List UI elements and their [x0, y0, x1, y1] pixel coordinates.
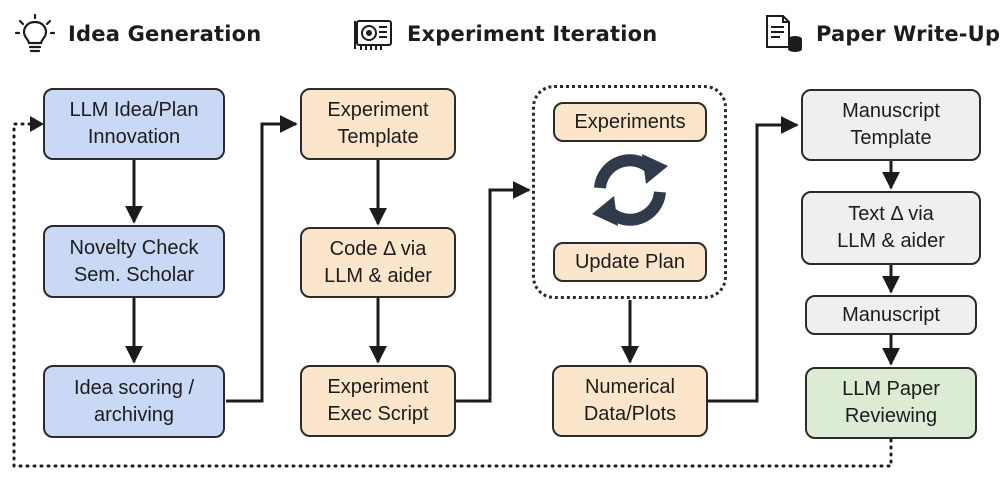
arrow-exec-to-loop	[456, 181, 531, 403]
box-llm-paper-reviewing: LLM Paper Reviewing	[805, 367, 977, 439]
box-novelty-check: Novelty Check Sem. Scholar	[43, 225, 225, 298]
header-title: Paper Write-Up	[816, 22, 1000, 46]
header-title: Experiment Iteration	[407, 22, 658, 46]
gpu-card-icon	[354, 20, 392, 50]
box-code-change: Code Δ via LLM & aider	[300, 227, 456, 298]
box-experiment-exec-script: Experiment Exec Script	[300, 365, 456, 437]
document-database-icon	[766, 15, 802, 52]
feedback-loop-arrowhead	[30, 116, 44, 132]
box-llm-idea-plan: LLM Idea/Plan Innovation	[43, 88, 225, 160]
header-idea-generation: Idea Generation	[14, 12, 261, 56]
box-update-plan: Update Plan	[553, 242, 707, 282]
box-text-change: Text Δ via LLM & aider	[801, 191, 981, 265]
box-experiments: Experiments	[553, 102, 707, 142]
header-paper-write-up: Paper Write-Up	[762, 12, 1000, 56]
header-title: Idea Generation	[68, 22, 262, 46]
lightbulb-icon	[14, 13, 56, 53]
feedback-loop-dotted	[12, 122, 893, 468]
box-manuscript: Manuscript	[805, 295, 977, 335]
cycle-arrows-icon	[592, 154, 668, 226]
box-experiment-template: Experiment Template	[300, 88, 456, 160]
experiment-loop-group	[532, 85, 727, 299]
box-numerical-data-plots: Numerical Data/Plots	[552, 365, 708, 437]
header-experiment-iteration: Experiment Iteration	[353, 12, 657, 56]
arrow-scoring-to-template	[226, 115, 298, 403]
box-manuscript-template: Manuscript Template	[801, 89, 981, 161]
box-idea-scoring: Idea scoring / archiving	[43, 365, 225, 438]
arrow-data-to-manuscript-template	[708, 116, 799, 403]
